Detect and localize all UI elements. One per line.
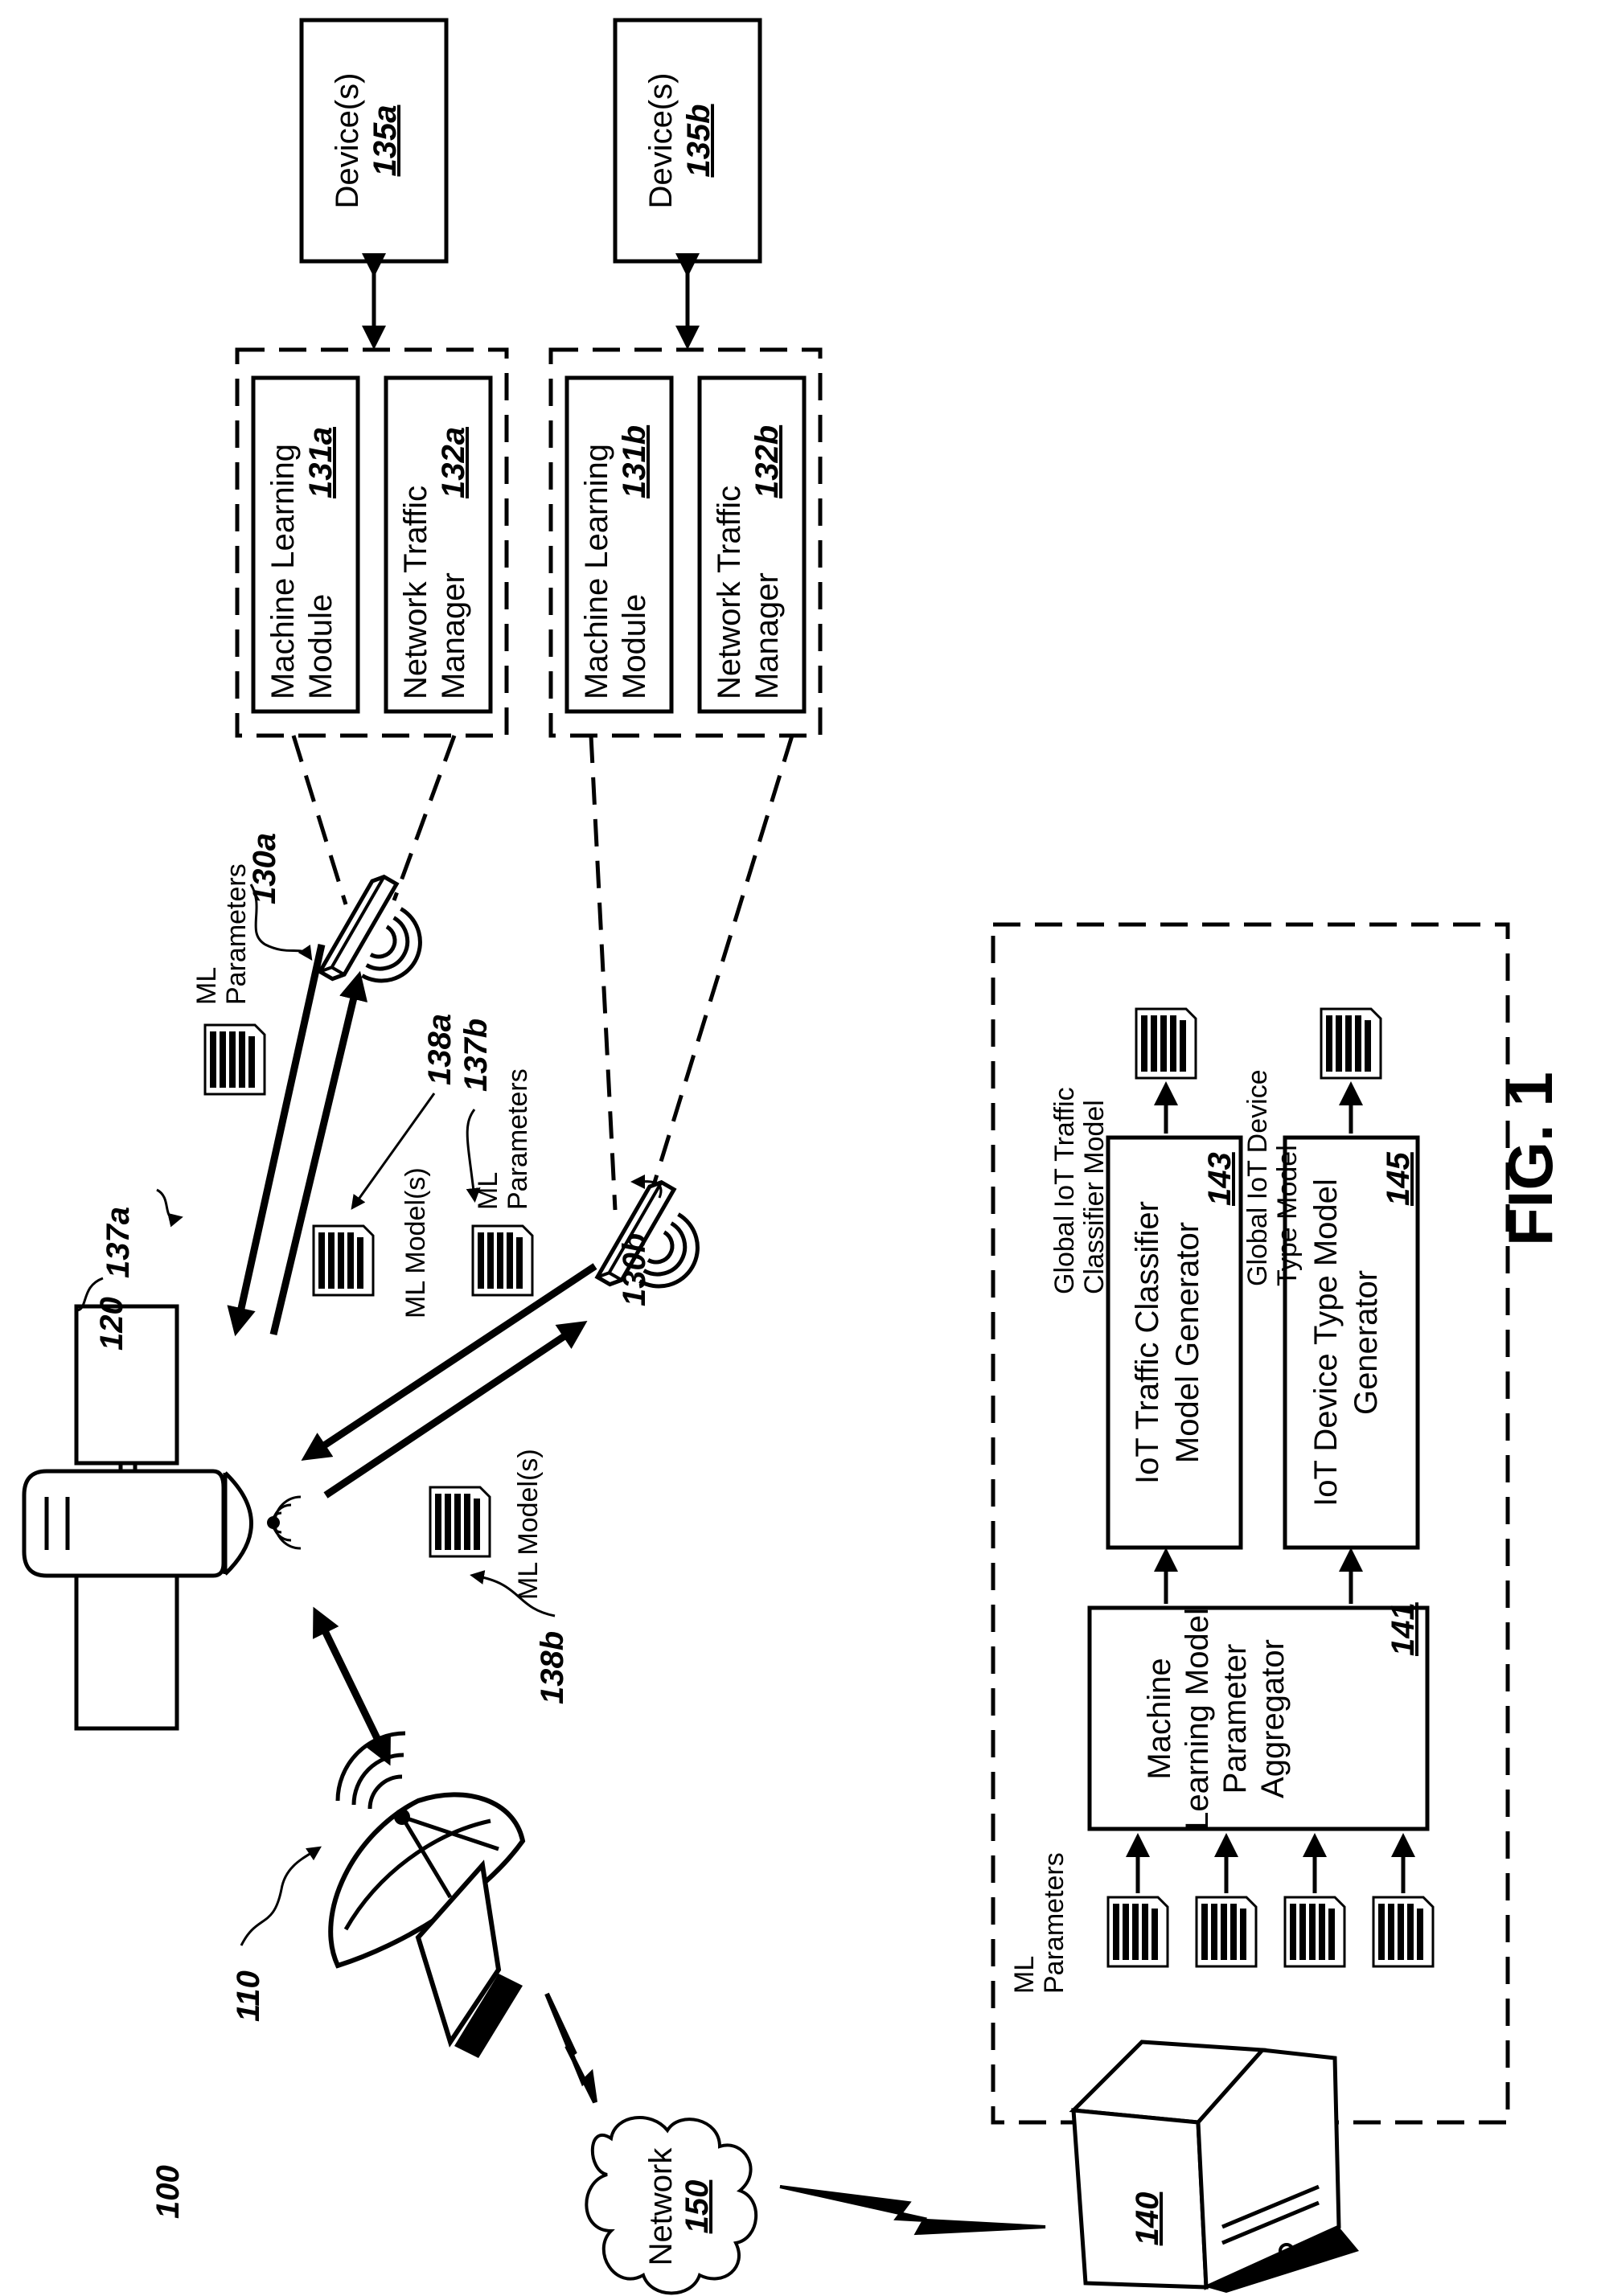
svg-text:145: 145 <box>1381 1152 1416 1206</box>
document-icon <box>1373 1897 1433 1966</box>
global-device-label-line1: Global IoT Device <box>1242 1069 1273 1286</box>
document-icon <box>1285 1897 1344 1966</box>
svg-text:Aggregator: Aggregator <box>1255 1639 1291 1798</box>
document-icon <box>473 1226 532 1295</box>
svg-text:Learning Model: Learning Model <box>1180 1608 1215 1830</box>
svg-text:ML: ML <box>473 1172 503 1210</box>
svg-text:131a: 131a <box>303 427 339 498</box>
svg-text:150: 150 <box>679 2180 715 2234</box>
global-device-label-line2: Type Model <box>1272 1145 1303 1286</box>
global-traffic-label-line1: Global IoT Traffic <box>1049 1087 1080 1294</box>
svg-text:Machine: Machine <box>1142 1658 1177 1779</box>
svg-text:Manager: Manager <box>749 572 785 699</box>
svg-text:138a: 138a <box>422 1014 458 1085</box>
terminal-b-modules: Machine Learning Module 131b Network Tra… <box>551 350 820 736</box>
svg-text:Machine Learning: Machine Learning <box>579 444 614 699</box>
svg-text:138b: 138b <box>535 1631 570 1704</box>
svg-text:110: 110 <box>231 1970 266 2022</box>
svg-text:Module: Module <box>303 594 339 699</box>
svg-text:Parameters: Parameters <box>503 1068 533 1210</box>
global-traffic-model-document-icon <box>1136 1009 1196 1078</box>
svg-text:IoT Device Type Model: IoT Device Type Model <box>1308 1179 1344 1507</box>
svg-text:130a: 130a <box>247 833 282 904</box>
satellite-dish-icon <box>330 1733 523 2058</box>
projection-lines <box>294 736 792 1210</box>
svg-text:Device(s): Device(s) <box>643 73 679 209</box>
cloud-icon: Network 150 <box>586 2118 756 2294</box>
model-a-flow: ML Model(s) 138a <box>314 1014 458 1318</box>
svg-text:120: 120 <box>94 1297 129 1351</box>
lightning-link-2 <box>780 2187 1045 2233</box>
svg-text:Machine Learning: Machine Learning <box>265 444 301 699</box>
svg-text:Parameters: Parameters <box>221 863 252 1005</box>
svg-text:135a: 135a <box>367 105 403 177</box>
svg-text:135b: 135b <box>681 104 716 177</box>
document-icon <box>205 1025 265 1094</box>
device-b-box: Device(s) 135b <box>615 20 760 261</box>
aggregator-box: Machine Learning Model Parameter Aggrega… <box>1090 1602 1427 1830</box>
document-icon <box>1108 1897 1168 1966</box>
router-icon <box>320 873 444 1011</box>
svg-text:Network Traffic: Network Traffic <box>712 486 747 699</box>
svg-text:Module: Module <box>617 594 652 699</box>
svg-text:Network Traffic: Network Traffic <box>398 486 433 699</box>
device-a-box: Device(s) 135a <box>302 20 446 261</box>
svg-text:137b: 137b <box>458 1019 494 1092</box>
svg-text:Generator: Generator <box>1349 1270 1384 1415</box>
svg-text:143: 143 <box>1202 1152 1238 1206</box>
svg-text:132b: 132b <box>749 425 785 498</box>
svg-text:140: 140 <box>1130 2192 1165 2246</box>
svg-text:Manager: Manager <box>436 572 471 699</box>
server-ml-params-line1: ML <box>1009 1956 1040 1994</box>
svg-text:ML Model(s): ML Model(s) <box>400 1167 431 1318</box>
document-icon <box>314 1226 373 1295</box>
satellite-icon <box>24 1306 301 1728</box>
svg-text:Device(s): Device(s) <box>330 73 365 209</box>
traffic-generator-box: IoT Traffic Classifier Model Generator 1… <box>1108 1138 1241 1548</box>
params-a-flow: ML Parameters 137a <box>101 863 265 1278</box>
lightning-link <box>547 1994 595 2102</box>
svg-text:Model Generator: Model Generator <box>1170 1222 1205 1463</box>
svg-text:ML: ML <box>191 967 222 1005</box>
svg-text:131b: 131b <box>617 425 652 498</box>
model-b-flow: ML Model(s) 138b <box>430 1449 570 1704</box>
svg-text:141: 141 <box>1385 1602 1421 1656</box>
params-b-flow: ML Parameters 137b <box>458 1019 533 1295</box>
svg-text:137a: 137a <box>101 1207 136 1278</box>
server-icon: 140 <box>1073 2042 1359 2293</box>
terminal-a-modules: Machine Learning Module 131a Network Tra… <box>237 350 507 736</box>
terminal-a-ref: 130a <box>247 833 310 957</box>
device-generator-box: IoT Device Type Model Generator 145 <box>1285 1138 1418 1548</box>
document-icon <box>1197 1897 1256 1966</box>
param-documents <box>1108 1841 1433 1966</box>
server-ml-params-line2: Parameters <box>1039 1852 1069 1994</box>
svg-text:130b: 130b <box>617 1233 652 1306</box>
document-icon <box>430 1487 490 1556</box>
global-device-model-document-icon <box>1321 1009 1381 1078</box>
global-traffic-label-line2: Classifier Model <box>1079 1100 1110 1294</box>
svg-text:132a: 132a <box>436 427 471 498</box>
svg-text:100: 100 <box>150 2165 186 2219</box>
figure-caption: FIG. 1 <box>1495 1072 1566 1246</box>
svg-text:IoT Traffic Classifier: IoT Traffic Classifier <box>1130 1201 1165 1484</box>
svg-text:Network: Network <box>643 2147 679 2266</box>
feeder-link <box>318 1616 386 1757</box>
svg-text:Parameter: Parameter <box>1217 1644 1253 1794</box>
svg-text:ML Model(s): ML Model(s) <box>513 1449 544 1600</box>
ground-station-ref: 110 <box>231 1849 318 2022</box>
